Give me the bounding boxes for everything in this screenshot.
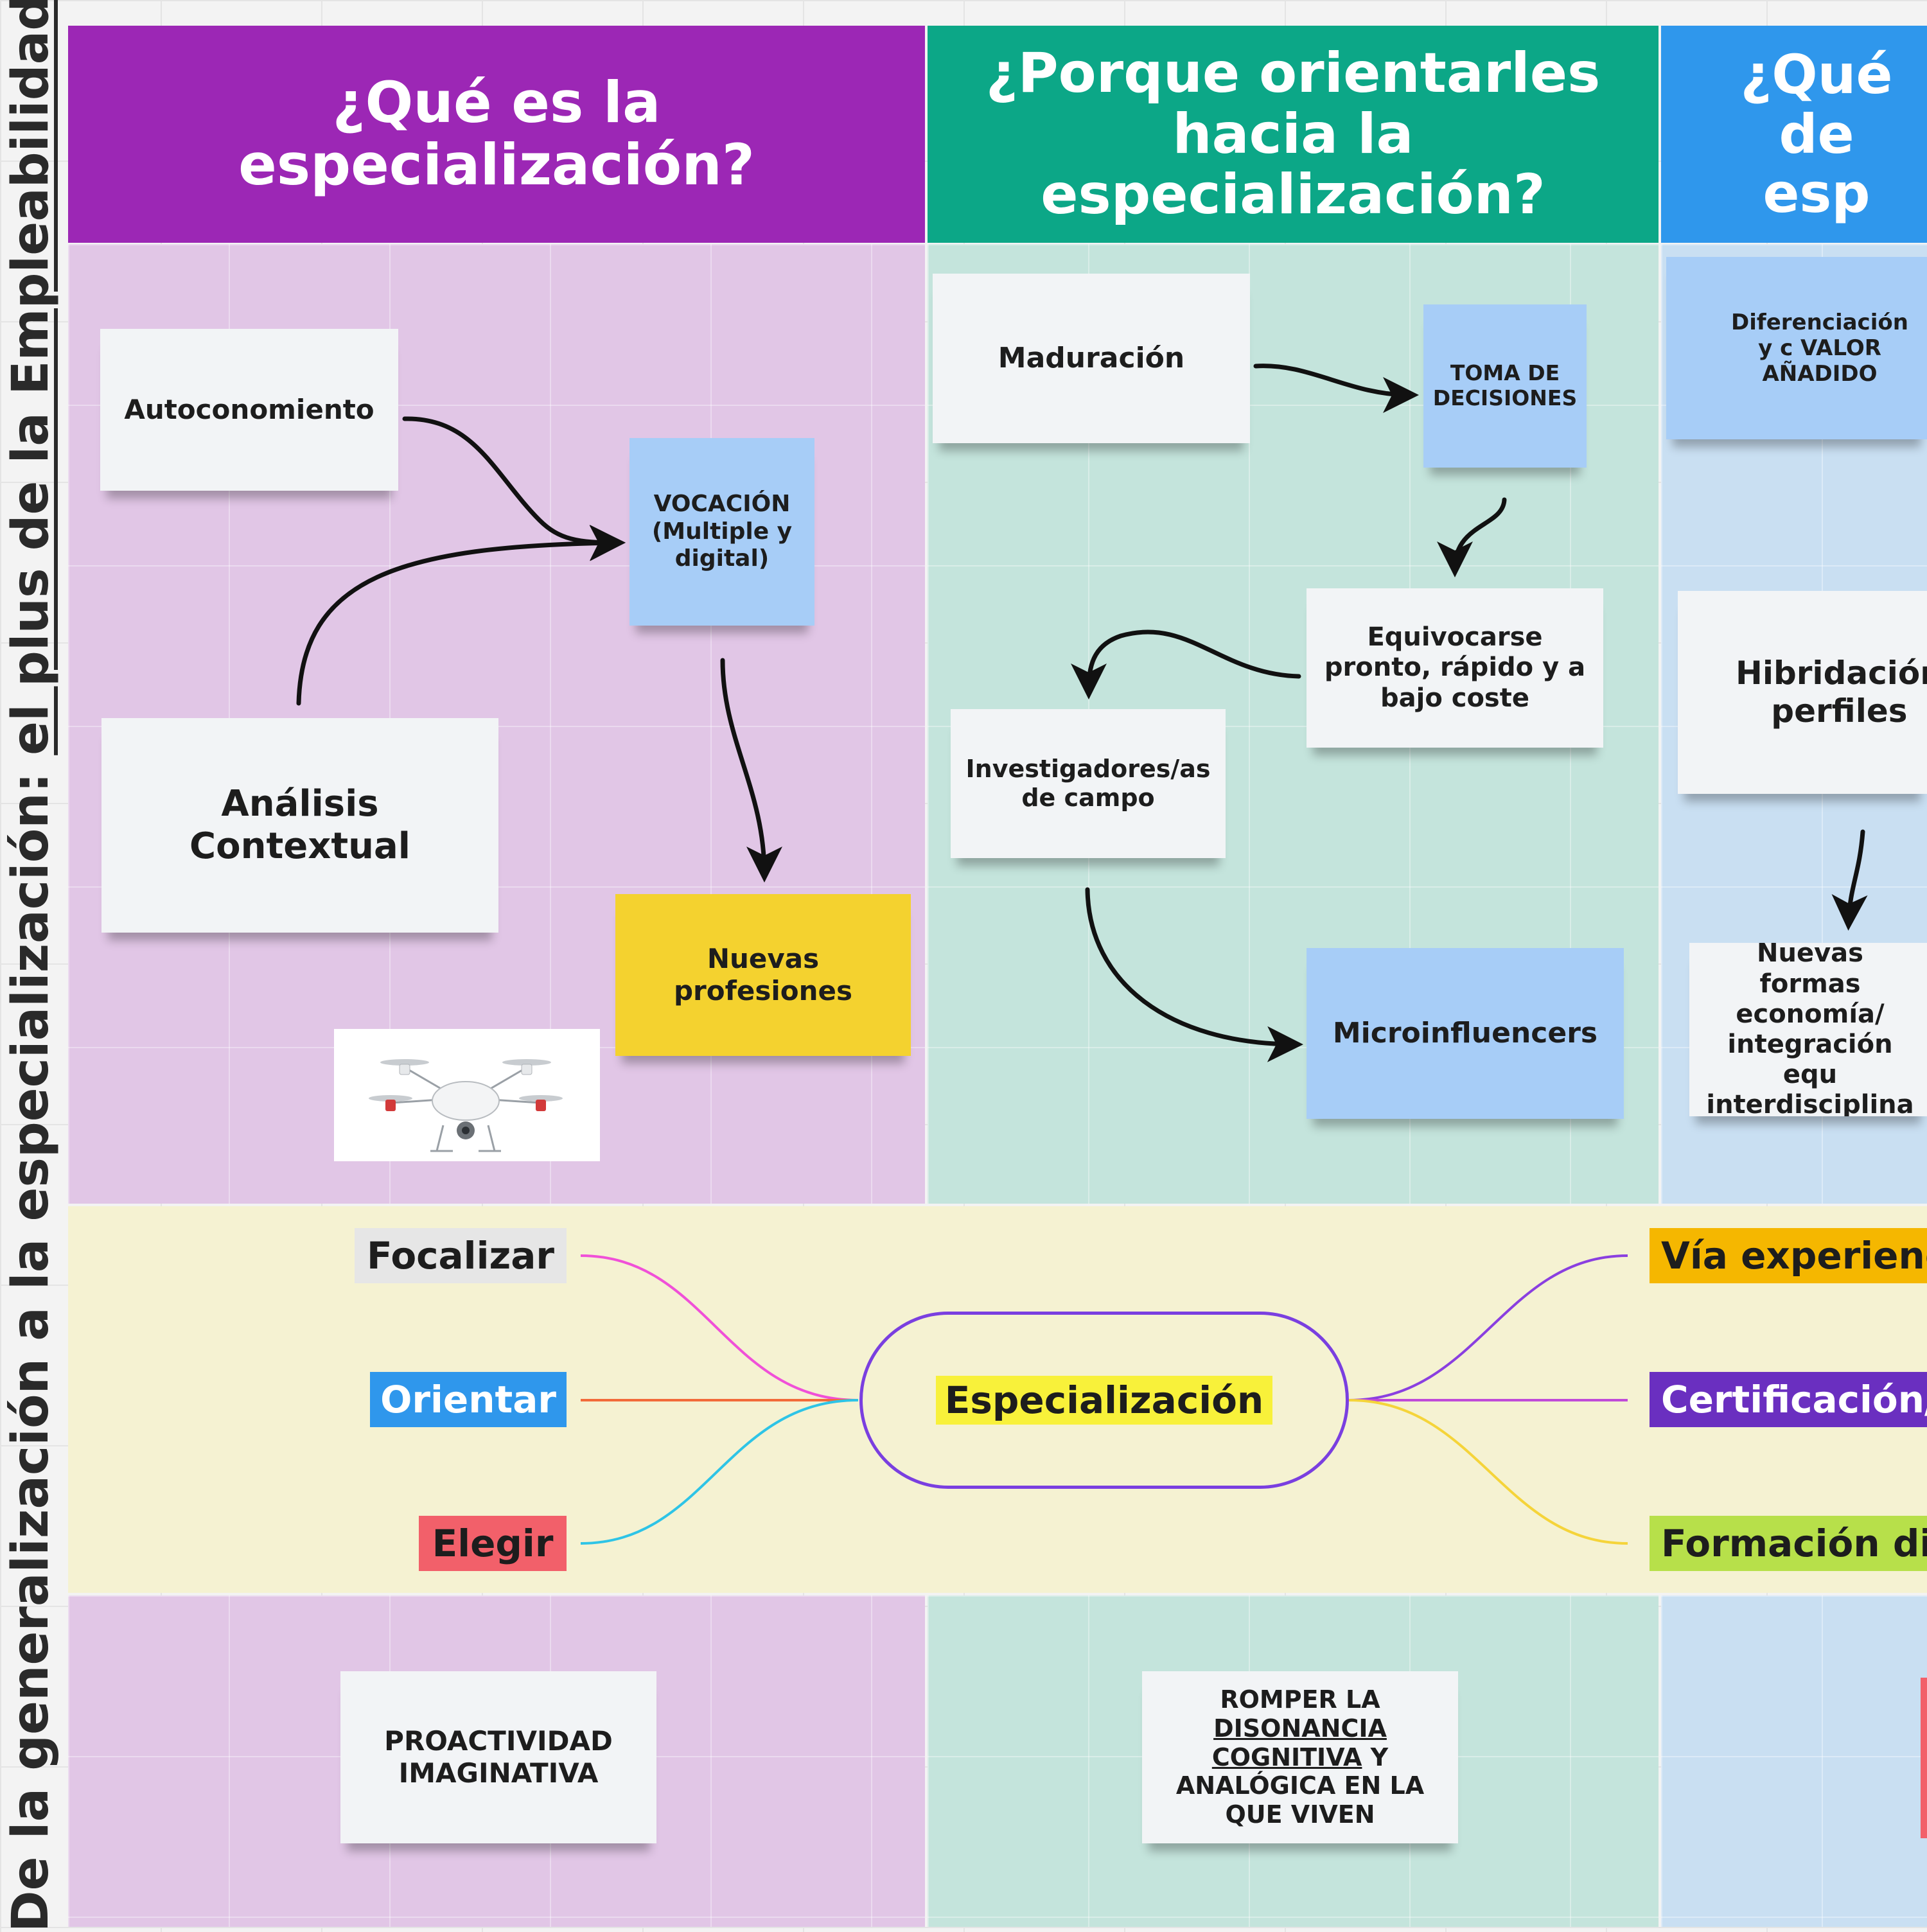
note-analisis-contextual[interactable]: Análisis Contextual	[101, 718, 498, 933]
column-region-bottom-que-de	[1661, 1595, 1927, 1927]
arrow-vocacion-nuevas	[720, 658, 782, 883]
arrow-toma-equivocarse	[1437, 497, 1507, 577]
mindmap-node-orientar[interactable]: Orientar	[370, 1372, 567, 1427]
note-maduracion[interactable]: Maduración	[933, 274, 1250, 443]
mindmap-line-formacion	[1348, 1399, 1628, 1545]
drone-icon	[369, 1059, 563, 1152]
note-text: Diferenciación y c VALOR AÑADIDO	[1731, 309, 1908, 387]
note-text-part: ROMPER LA	[1220, 1685, 1380, 1714]
node-label: Certificación/c	[1661, 1378, 1927, 1421]
note-nuevas-formas[interactable]: Nuevas formas economía/ integración equ …	[1689, 943, 1927, 1116]
note-text: Autoconomiento	[124, 394, 374, 426]
arrow-autoconomiento-vocacion	[402, 416, 626, 561]
note-text: Análisis Contextual	[189, 782, 410, 867]
column-header-que-es[interactable]: ¿Qué es la especialización?	[68, 26, 925, 243]
mindmap-center-node[interactable]: Especialización	[859, 1312, 1349, 1489]
note-nuevas-profesiones[interactable]: Nuevas profesiones	[615, 894, 911, 1056]
note-microinfluencers[interactable]: Microinfluencers	[1307, 948, 1624, 1119]
mindmap-line-via	[1348, 1254, 1628, 1401]
column-region-bottom-porque	[928, 1595, 1659, 1927]
drone-image	[334, 1029, 600, 1161]
note-hibridacion[interactable]: Hibridación perfiles	[1678, 591, 1927, 794]
note-equivocarse[interactable]: Equivocarse pronto, rápido y a bajo cost…	[1307, 588, 1603, 748]
mindmap-line-elegir	[580, 1399, 859, 1545]
column-header-que-de[interactable]: ¿Qué de esp	[1661, 26, 1927, 243]
note-text: PROACTIVIDAD IMAGINATIVA	[384, 1725, 613, 1789]
note-text: Nuevas formas economía/ integración equ …	[1706, 943, 1914, 1116]
mindmap-line-focalizar	[580, 1254, 859, 1401]
column-title: ¿Porque orientarles hacia la especializa…	[985, 41, 1601, 227]
mindmap-node-via-experiencia[interactable]: Vía experienci	[1650, 1228, 1927, 1283]
note-text: Equivocarse pronto, rápido y a bajo cost…	[1324, 622, 1586, 713]
column-header-porque[interactable]: ¿Porque orientarles hacia la especializa…	[928, 26, 1659, 243]
arrow-analisis-vocacion	[296, 525, 626, 706]
note-proactividad[interactable]: PROACTIVIDAD IMAGINATIVA	[340, 1671, 656, 1843]
note-cropped-pink[interactable]	[1921, 1678, 1927, 1838]
mindmap-node-certificacion[interactable]: Certificación/c	[1650, 1372, 1927, 1427]
node-label: Focalizar	[367, 1234, 554, 1278]
note-text: Maduración	[998, 342, 1185, 375]
note-text: Hibridación perfiles	[1736, 654, 1927, 730]
arrow-equivocarse-investigadores	[1071, 629, 1301, 699]
node-label: Formación dig	[1661, 1522, 1927, 1565]
note-vocacion[interactable]: VOCACIÓN (Multiple y digital)	[629, 438, 814, 626]
node-label: Orientar	[380, 1378, 556, 1421]
node-label: Vía experienci	[1661, 1234, 1927, 1278]
note-autoconomiento[interactable]: Autoconomiento	[100, 329, 398, 491]
note-text: VOCACIÓN (Multiple y digital)	[651, 491, 793, 572]
column-title: ¿Qué es la especialización?	[238, 69, 755, 198]
arrow-hibridacion-nuevas-formas	[1831, 829, 1868, 931]
note-romper-disonancia[interactable]: ROMPER LA DISONANCIA COGNITIVA Y ANALÓGI…	[1142, 1671, 1458, 1843]
node-label: Elegir	[432, 1522, 554, 1565]
note-investigadores[interactable]: Investigadores/as de campo	[951, 709, 1226, 858]
arrow-maduracion-toma	[1253, 364, 1419, 413]
mindmap-node-elegir[interactable]: Elegir	[419, 1516, 567, 1571]
note-toma-decisiones[interactable]: TOMA DE DECISIONES	[1423, 304, 1587, 468]
mindmap-node-formacion-digital[interactable]: Formación dig	[1650, 1516, 1927, 1571]
note-text: ROMPER LA DISONANCIA COGNITIVA Y ANALÓGI…	[1154, 1685, 1447, 1829]
note-diferenciacion[interactable]: Diferenciación y c VALOR AÑADIDO	[1666, 257, 1927, 439]
arrow-investigadores-microinfluencers	[1085, 887, 1303, 1062]
note-text-underlined: DISONANCIA COGNITIVA	[1211, 1714, 1387, 1771]
note-text: Investigadores/as de campo	[965, 755, 1211, 812]
mindmap-center-label: Especialización	[935, 1376, 1273, 1425]
note-text: TOMA DE DECISIONES	[1432, 360, 1578, 410]
note-text-part: Y ANALÓGICA EN LA QUE VIVEN	[1175, 1743, 1425, 1829]
column-title: ¿Qué de esp	[1740, 43, 1893, 225]
mindmap-node-focalizar[interactable]: Focalizar	[355, 1228, 567, 1283]
note-text: Nuevas profesiones	[673, 943, 853, 1006]
note-text: Microinfluencers	[1332, 1017, 1598, 1050]
